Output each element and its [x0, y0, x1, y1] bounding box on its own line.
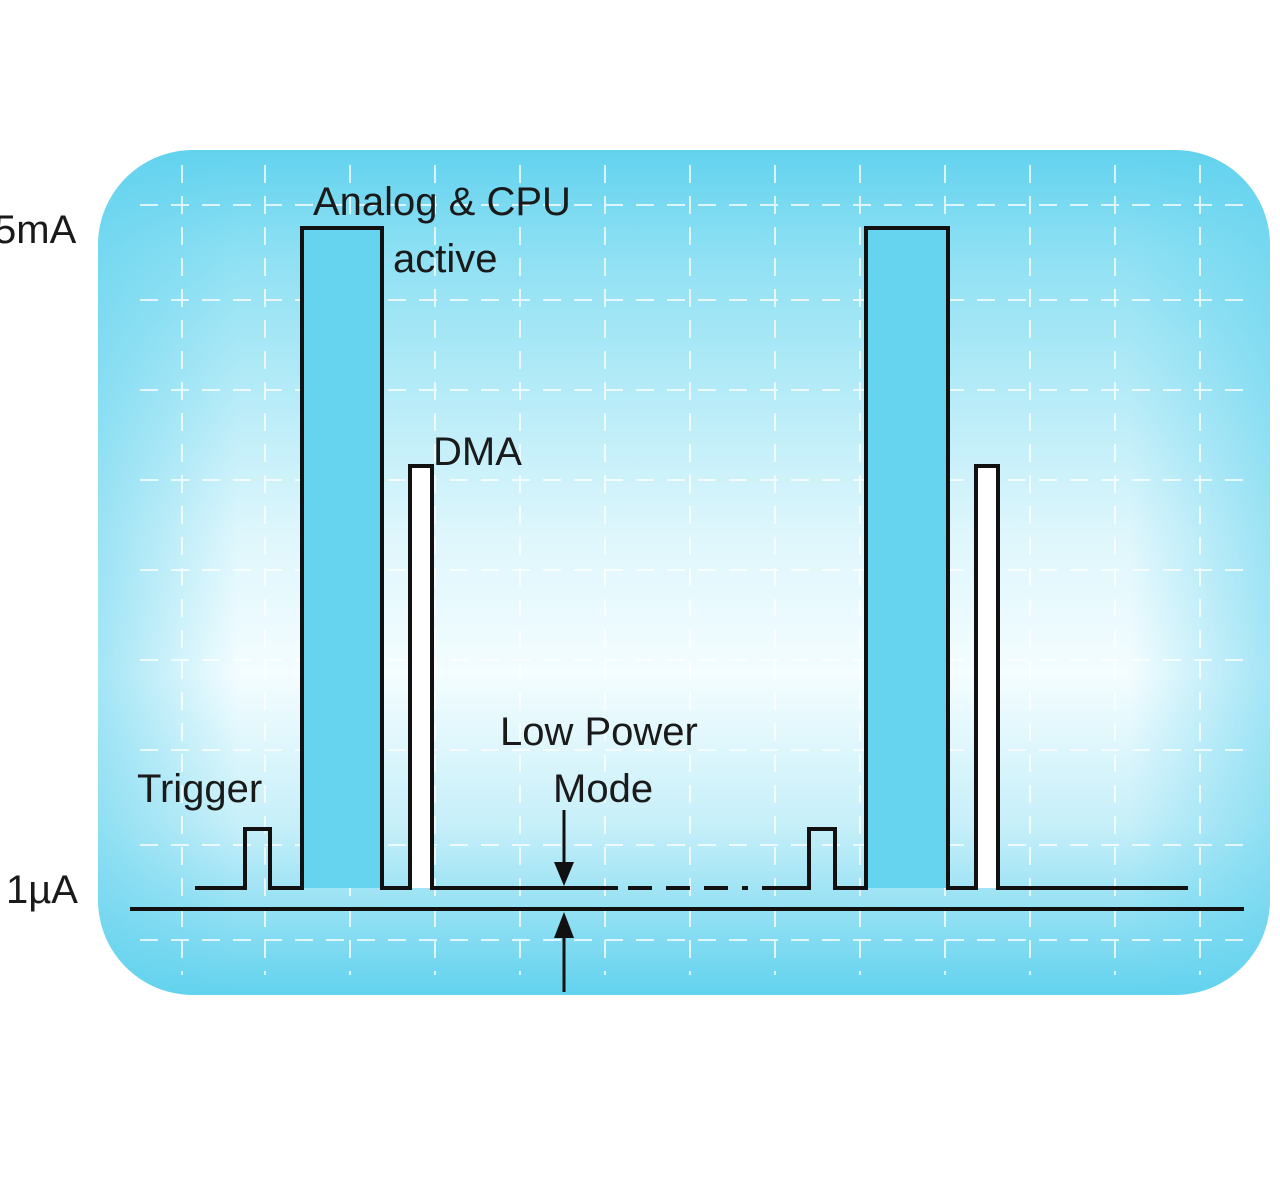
axis-label-low: 1µA — [6, 868, 78, 912]
annotation-trigger: Trigger — [137, 767, 262, 811]
dma-pulse-fill-1 — [410, 466, 432, 888]
annotation-active: active — [393, 237, 498, 281]
low-power-arrow-icon — [554, 810, 574, 992]
active-pulse-fill-2 — [866, 228, 948, 888]
dma-pulse-fill-2 — [976, 466, 998, 888]
waveform-cycle-1 — [195, 226, 618, 890]
waveform-cycle-2 — [762, 226, 1188, 890]
axis-label-high: 5mA — [0, 208, 77, 252]
annotation-dma: DMA — [433, 430, 522, 474]
active-pulse-fill-1 — [302, 228, 382, 888]
annotation-analog-cpu: Analog & CPU — [313, 180, 571, 224]
annotation-low-power: Low Power — [500, 710, 698, 754]
annotation-mode: Mode — [553, 767, 653, 811]
background-panel-edge — [98, 150, 1270, 995]
